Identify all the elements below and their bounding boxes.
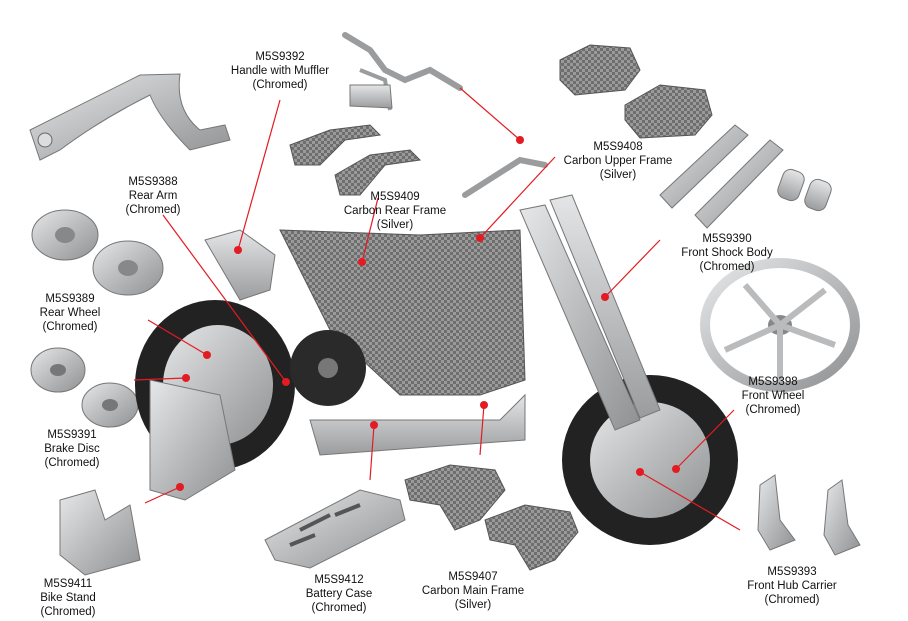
label-bike-stand: M5S9411 Bike Stand (Chromed)	[40, 577, 96, 619]
part-finish: (Chromed)	[745, 404, 801, 416]
part-name: Front Shock Body	[681, 247, 773, 259]
part-name: Battery Case	[305, 588, 373, 600]
part-code: M5S9392	[255, 51, 305, 63]
label-carbon-rear-frame: M5S9409 Carbon Rear Frame (Silver)	[344, 190, 446, 232]
brake-disc-part-image	[30, 347, 139, 428]
part-finish: (Chromed)	[40, 606, 96, 618]
label-carbon-main-frame: M5S9407 Carbon Main Frame (Silver)	[422, 570, 524, 612]
carbon-main-frame-parts-image	[404, 464, 579, 571]
part-name: Bike Stand	[40, 592, 96, 604]
part-code: M5S9391	[47, 429, 97, 441]
part-code: M5S9408	[593, 141, 643, 153]
part-code: M5S9411	[43, 578, 93, 590]
carbon-rear-frame-parts-image	[289, 124, 422, 196]
part-finish: (Silver)	[376, 219, 414, 231]
label-rear-arm: M5S9388 Rear Arm (Chromed)	[126, 175, 181, 217]
part-finish: (Chromed)	[699, 261, 755, 273]
rear-wheel-part-image	[31, 209, 164, 296]
part-name: Rear Wheel	[39, 307, 101, 319]
part-finish: (Chromed)	[42, 321, 98, 333]
battery-case-part-image	[264, 489, 406, 569]
part-finish: (Chromed)	[44, 457, 100, 469]
part-code: M5S9398	[748, 376, 798, 388]
part-name: Brake Disc	[44, 443, 100, 455]
carbon-upper-frame-parts-image	[559, 44, 713, 139]
part-code: M5S9409	[370, 191, 420, 203]
part-name: Front Hub Carrier	[747, 580, 837, 592]
label-front-shock-body: M5S9390 Front Shock Body (Chromed)	[681, 232, 772, 274]
part-code: M5S9407	[448, 571, 498, 583]
label-front-hub-carrier: M5S9393 Front Hub Carrier (Chromed)	[747, 565, 836, 607]
part-name: Front Wheel	[741, 390, 805, 402]
part-finish: (Chromed)	[764, 594, 820, 606]
label-handle-with-muffler: M5S9392 Handle with Muffler (Chromed)	[231, 50, 329, 92]
callout-dots	[176, 136, 680, 491]
label-carbon-upper-frame: M5S9408 Carbon Upper Frame (Silver)	[564, 140, 673, 182]
part-name: Carbon Upper Frame	[563, 155, 673, 167]
part-code: M5S9412	[314, 574, 364, 586]
part-name: Handle with Muffler	[230, 65, 330, 77]
part-name: Carbon Rear Frame	[343, 205, 447, 217]
bike-stand-part-image	[59, 489, 141, 576]
callout-lines	[133, 87, 741, 531]
label-brake-disc: M5S9391 Brake Disc (Chromed)	[44, 428, 100, 470]
part-finish: (Silver)	[599, 169, 637, 181]
motorcycle-image	[135, 156, 738, 545]
part-name: Carbon Main Frame	[421, 585, 525, 597]
label-front-wheel: M5S9398 Front Wheel (Chromed)	[742, 375, 805, 417]
part-finish: (Chromed)	[252, 79, 308, 91]
part-code: M5S9389	[45, 293, 95, 305]
part-finish: (Chromed)	[311, 602, 367, 614]
part-code: M5S9393	[767, 566, 817, 578]
part-code: M5S9388	[128, 176, 178, 188]
part-finish: (Silver)	[454, 599, 492, 611]
part-finish: (Chromed)	[125, 204, 181, 216]
front-hub-carrier-part-image	[757, 474, 861, 556]
handlebar-part-image	[342, 32, 463, 111]
label-battery-case: M5S9412 Battery Case (Chromed)	[306, 573, 372, 615]
part-code: M5S9390	[702, 233, 752, 245]
rear-arm-part-image	[29, 73, 231, 161]
front-shock-body-part-image	[659, 124, 832, 229]
front-wheel-part-image	[700, 258, 860, 392]
label-rear-wheel: M5S9389 Rear Wheel (Chromed)	[40, 292, 101, 334]
part-name: Rear Arm	[128, 190, 178, 202]
